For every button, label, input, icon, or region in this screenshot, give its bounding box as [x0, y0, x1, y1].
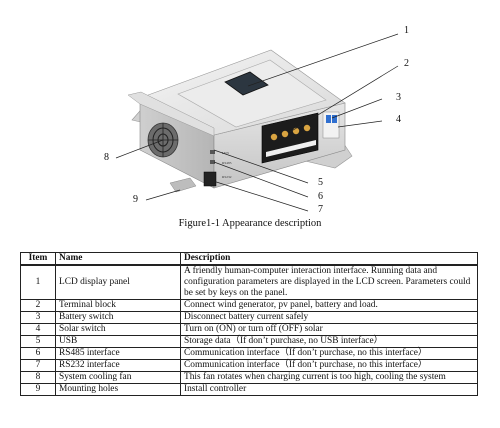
cell-item: 8 — [20, 371, 56, 384]
table-header-row: Item Name Description — [20, 252, 478, 266]
callout-1: 1 — [404, 25, 409, 36]
header-item: Item — [20, 252, 56, 266]
terminal-block — [261, 112, 319, 164]
cell-description: Install controller — [180, 383, 478, 396]
leader-lines — [115, 33, 399, 212]
switch-panel — [322, 111, 340, 139]
cell-item: 2 — [20, 299, 56, 312]
cell-item: 1 — [20, 264, 56, 300]
callout-6: 6 — [318, 191, 323, 202]
cell-name: LCD display panel — [55, 264, 181, 300]
callout-3: 3 — [396, 92, 401, 103]
controller-illustration: LVN RS485 RS232 — [115, 33, 399, 212]
solar-switch-toggle — [332, 115, 337, 123]
rs232-port — [203, 171, 217, 187]
cell-name: Solar switch — [55, 323, 181, 336]
label-rs485: RS485 — [222, 161, 232, 165]
header-name: Name — [55, 252, 181, 266]
cell-item: 7 — [20, 359, 56, 372]
battery-switch-toggle — [326, 115, 331, 123]
figure-caption: Figure1-1 Appearance description — [178, 218, 322, 229]
cell-name: Terminal block — [55, 299, 181, 312]
cell-name: RS485 interface — [55, 347, 181, 360]
cell-item: 6 — [20, 347, 56, 360]
cell-description: A friendly human-computer interaction in… — [180, 264, 478, 300]
cell-description: Communication interface（If don’t purchas… — [180, 359, 478, 372]
cell-name: System cooling fan — [55, 371, 181, 384]
cell-name: Battery switch — [55, 311, 181, 324]
cell-name: Mounting holes — [55, 383, 181, 396]
header-description: Description — [180, 252, 478, 266]
cell-description: Connect wind generator, pv panel, batter… — [180, 299, 478, 312]
cell-description: This fan rotates when charging current i… — [180, 371, 478, 384]
port-group: LVN RS485 RS232 — [203, 150, 232, 187]
cell-description: Disconnect battery current safely — [180, 311, 478, 324]
callout-4: 4 — [396, 114, 401, 125]
cell-item: 9 — [20, 383, 56, 396]
cell-item: 3 — [20, 311, 56, 324]
top-lid — [177, 59, 327, 128]
left-flange — [127, 91, 215, 137]
cell-name: RS232 interface — [55, 359, 181, 372]
appearance-figure: LVN RS485 RS232 1 2 3 4 5 6 7 8 9 — [104, 25, 409, 215]
cell-item: 5 — [20, 335, 56, 348]
label-rs232: RS232 — [222, 175, 232, 179]
cell-item: 4 — [20, 323, 56, 336]
mounting-lug — [169, 177, 197, 193]
label-lvn: LVN — [222, 151, 229, 155]
callout-2: 2 — [404, 58, 409, 69]
callout-8: 8 — [104, 152, 109, 163]
cell-description: Communication interface（If don’t purchas… — [180, 347, 478, 360]
callout-7: 7 — [318, 204, 323, 215]
cell-description: Storage data（If don’t purchase, no USB i… — [180, 335, 478, 348]
cell-description: Turn on (ON) or turn off (OFF) solar — [180, 323, 478, 336]
lcd-screen — [224, 71, 269, 96]
callout-5: 5 — [318, 177, 323, 188]
cell-name: USB — [55, 335, 181, 348]
callout-9: 9 — [133, 194, 138, 205]
